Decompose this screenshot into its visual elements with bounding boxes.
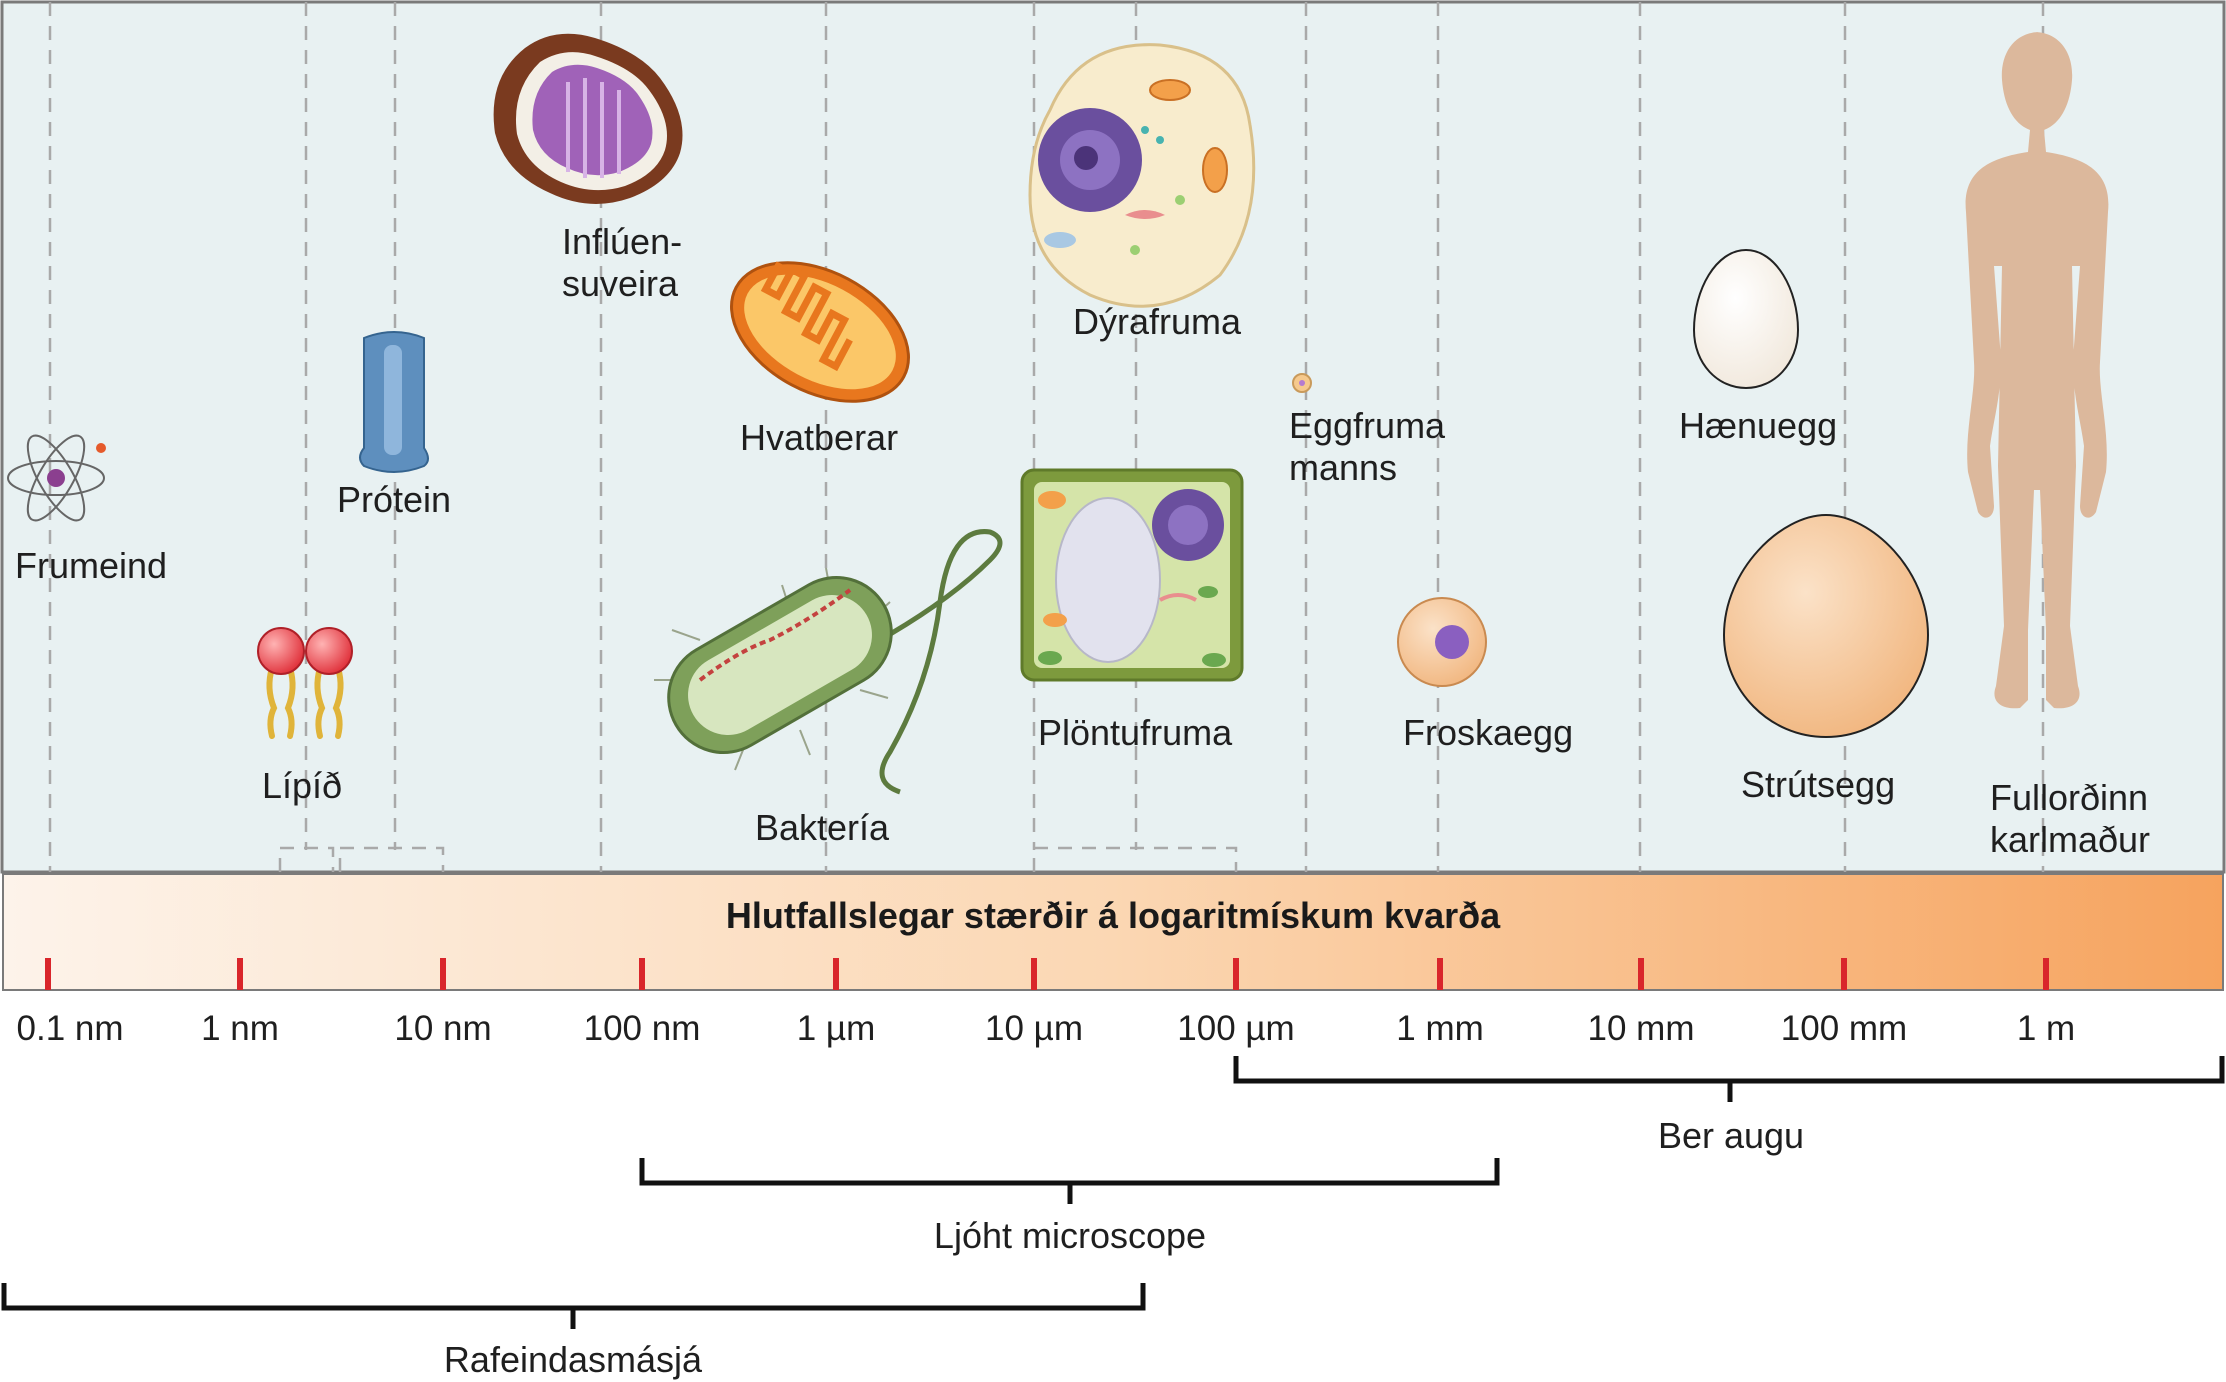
scale-tick-mark (1638, 958, 1644, 990)
scale-tick-label: 1 nm (201, 1009, 279, 1048)
scale-ticks (45, 958, 2049, 990)
label-protein: Prótein (337, 479, 451, 520)
scale-tick-label: 100 mm (1781, 1009, 1907, 1048)
label-human-egg-line1: Eggfruma (1289, 405, 1446, 446)
scale-tick-mark (2043, 958, 2049, 990)
label-adult-line2: karlmaður (1990, 819, 2150, 860)
label-human-egg-line2: manns (1289, 447, 1397, 488)
adult-man-illustration (1965, 32, 2109, 709)
label-naked-eye: Ber augu (1658, 1115, 1804, 1156)
human-egg-illustration (1292, 373, 1312, 393)
label-adult-line1: Fullorðinn (1990, 777, 2148, 818)
scale-tick-label: 100 nm (584, 1009, 701, 1048)
scale-tick-label: 1 µm (797, 1009, 876, 1048)
scale-tick-mark (1233, 958, 1239, 990)
label-animal-cell: Dýrafruma (1073, 301, 1242, 342)
scale-title: Hlutfallslegar stærðir á logaritmískum k… (726, 895, 1501, 936)
scale-tick-label: 10 nm (394, 1009, 491, 1048)
scale-tick-mark (237, 958, 243, 990)
scale-tick-label: 1 m (2017, 1009, 2075, 1048)
scale-tick-label: 0.1 nm (17, 1009, 124, 1048)
label-frog-egg: Froskaegg (1403, 712, 1573, 753)
label-chicken-egg: Hænuegg (1679, 405, 1837, 446)
scale-tick-mark (833, 958, 839, 990)
scale-tick-mark (1437, 958, 1443, 990)
label-influenza-line1: Inflúen- (562, 221, 682, 262)
scale-bar (2, 873, 2224, 991)
atom-illustration (7, 434, 106, 522)
label-influenza-line2: suveira (562, 263, 679, 304)
plant-cell-illustration (1020, 468, 1244, 682)
protein-illustration (359, 331, 429, 473)
scale-tick-mark (1841, 958, 1847, 990)
scale-tick-label: 10 mm (1588, 1009, 1695, 1048)
scale-tick-mark (1031, 958, 1037, 990)
label-atom: Frumeind (15, 545, 167, 586)
scale-tick-labels: 0.1 nm 1 nm 10 nm 100 nm 1 µm 10 µm 100 µm 1 mm… (17, 1009, 2076, 1048)
label-mitochondria: Hvatberar (740, 417, 898, 458)
scale-tick-mark (45, 958, 51, 990)
range-brackets (1, 1056, 2225, 1329)
lipid-illustration (257, 627, 353, 739)
label-light-microscope: Ljóht microscope (934, 1215, 1206, 1256)
scale-tick-mark (440, 958, 446, 990)
frog-egg-illustration (1397, 597, 1487, 687)
scale-tick-label: 1 mm (1396, 1009, 1484, 1048)
ostrich-egg-illustration (1722, 513, 1930, 739)
mitochondria-illustration (730, 261, 910, 403)
label-lipid: Lípíð (262, 765, 342, 806)
animal-cell-illustration (1028, 43, 1256, 308)
label-bacteria: Baktería (755, 807, 890, 848)
scale-tick-label: 10 µm (985, 1009, 1083, 1048)
influenza-virus-illustration (493, 33, 683, 204)
scale-tick-label: 100 µm (1177, 1009, 1294, 1048)
scale-tick-mark (639, 958, 645, 990)
chicken-egg-illustration (1692, 248, 1800, 390)
bacteria-illustration (654, 529, 1003, 795)
label-electron-microscope: Rafeindasmásjá (444, 1339, 703, 1380)
label-plant-cell: Plöntufruma (1038, 712, 1233, 753)
label-ostrich-egg: Strútsegg (1741, 764, 1895, 805)
